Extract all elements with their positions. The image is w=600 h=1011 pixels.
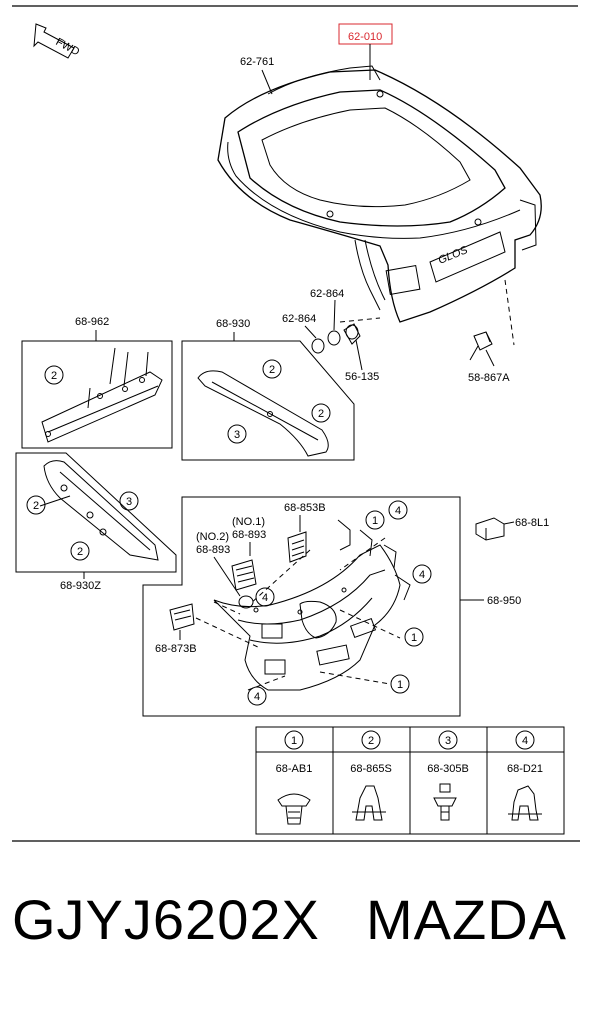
hatch-seal-label: 62-761 <box>240 56 274 68</box>
clip-853b-label: 68-853B <box>284 502 326 514</box>
garnish-drawing <box>197 370 329 457</box>
brand-name: MAZDA <box>366 888 567 951</box>
svg-text:3: 3 <box>445 735 451 747</box>
spoiler-box <box>21 340 173 449</box>
clip-no2-label: 68-893 <box>196 544 230 556</box>
clip-no1-label: 68-893 <box>232 529 266 541</box>
svg-text:2: 2 <box>318 408 324 420</box>
spoiler-drawing <box>41 347 163 443</box>
fastener-icon-3 <box>433 783 457 821</box>
svg-text:2: 2 <box>33 500 39 512</box>
callout-4: 4 <box>412 564 432 584</box>
svg-text:1: 1 <box>397 679 403 691</box>
svg-text:1: 1 <box>411 632 417 644</box>
garnish-z-box <box>15 452 177 573</box>
clip-no2-icon <box>238 595 254 609</box>
callout-1: 1 <box>365 510 385 530</box>
svg-text:1: 1 <box>291 735 297 747</box>
garnish-z-drawing <box>39 460 159 561</box>
trim-panel-label: 68-950 <box>487 595 521 607</box>
callout-4: 4 <box>247 686 267 706</box>
fastener-code: 68-D21 <box>507 763 543 775</box>
part-number: GJYJ6202X <box>12 888 320 951</box>
svg-text:4: 4 <box>254 691 260 703</box>
callout-2: 2 <box>44 365 64 385</box>
clip-873b-label: 68-873B <box>155 643 197 655</box>
callout-1: 1 <box>404 627 424 647</box>
bracket-cover-icon <box>473 331 493 351</box>
plug-icon <box>327 330 341 346</box>
svg-text:4: 4 <box>419 569 425 581</box>
callout-3: 3 <box>119 491 139 511</box>
svg-text:GLOS: GLOS <box>437 244 470 267</box>
fastener-code: 68-AB1 <box>276 763 313 775</box>
callout-3: 3 <box>227 424 247 444</box>
clip-no1-tag: (NO.1) <box>232 516 265 528</box>
plug-label-b: 62-864 <box>282 313 316 325</box>
svg-text:4: 4 <box>395 505 401 517</box>
main-part-highlight <box>338 23 393 45</box>
fwd-label: FWD <box>54 36 82 58</box>
clip-no1-icon <box>231 559 257 591</box>
fwd-arrow-icon: FWD <box>33 23 82 59</box>
clip-873b-icon <box>169 603 195 631</box>
plug-label-a: 62-864 <box>310 288 344 300</box>
bracket-cover-label: 58-867A <box>468 372 510 384</box>
table-header-callout: 1 <box>284 730 304 750</box>
fastener-icon-4 <box>508 785 542 821</box>
garnish-label: 68-930 <box>216 318 250 330</box>
trim-panel-box <box>142 496 461 717</box>
garnish-z-label: 68-930Z <box>60 580 101 592</box>
svg-text:2: 2 <box>368 735 374 747</box>
svg-text:3: 3 <box>126 496 132 508</box>
fastener-icon-2 <box>352 785 386 821</box>
callout-4: 4 <box>255 587 275 607</box>
plug-icon-b <box>311 338 325 354</box>
callout-2: 2 <box>262 359 282 379</box>
bumper-label: 56-135 <box>345 371 379 383</box>
clip-8l1-label: 68-8L1 <box>515 517 549 529</box>
table-header-callout: 2 <box>361 730 381 750</box>
svg-text:1: 1 <box>372 515 378 527</box>
liftgate-drawing: GLOS <box>217 65 542 323</box>
clip-853b-icon <box>287 531 307 563</box>
spoiler-label: 68-962 <box>75 316 109 328</box>
fasteners-table <box>255 726 565 835</box>
fastener-icon-1 <box>277 793 311 825</box>
svg-text:3: 3 <box>234 429 240 441</box>
svg-text:4: 4 <box>522 735 528 747</box>
table-header-callout: 3 <box>438 730 458 750</box>
svg-text:4: 4 <box>262 592 268 604</box>
callout-2: 2 <box>311 403 331 423</box>
trim-panel-drawing <box>213 519 411 691</box>
svg-text:2: 2 <box>51 370 57 382</box>
clip-no2-tag: (NO.2) <box>196 531 229 543</box>
clip-8l1-icon <box>475 517 505 541</box>
callout-2: 2 <box>26 495 46 515</box>
svg-text:2: 2 <box>269 364 275 376</box>
callout-4: 4 <box>388 500 408 520</box>
callout-1: 1 <box>390 674 410 694</box>
bumper-icon <box>343 323 361 345</box>
svg-text:2: 2 <box>77 546 83 558</box>
main-part-label: 62-010 <box>348 31 382 43</box>
fastener-code: 68-865S <box>350 763 392 775</box>
fastener-code: 68-305B <box>427 763 469 775</box>
table-header-callout: 4 <box>515 730 535 750</box>
garnish-box <box>181 340 355 461</box>
callout-2: 2 <box>70 541 90 561</box>
